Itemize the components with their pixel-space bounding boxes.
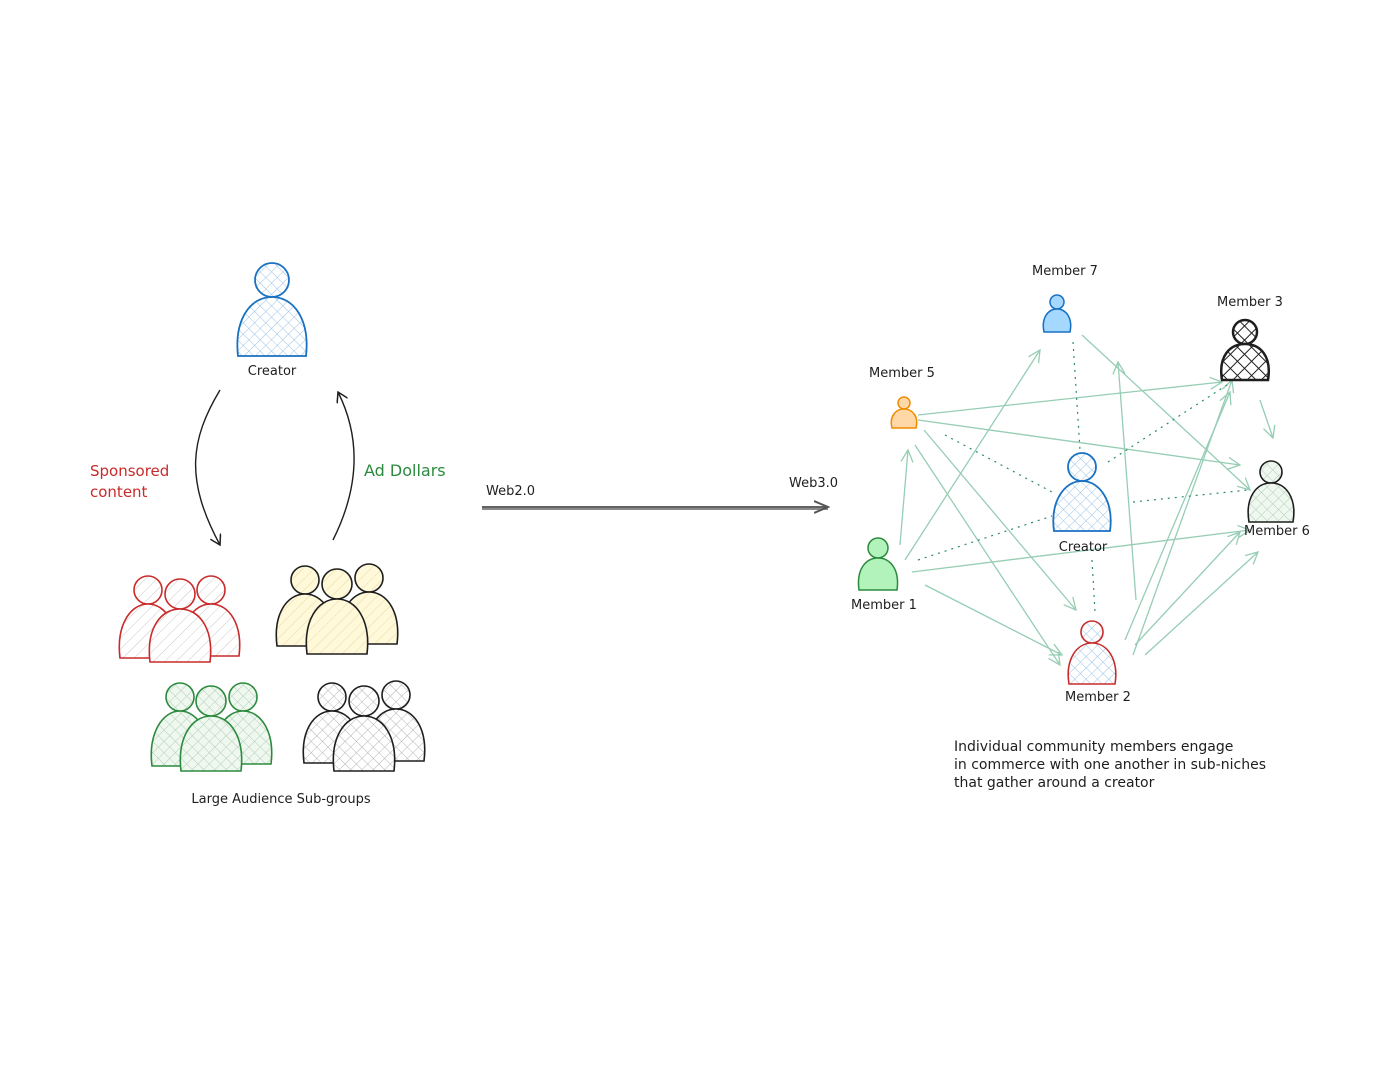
web3-creator-person-icon — [1052, 452, 1112, 532]
ad-dollars-arrow — [332, 392, 355, 541]
caption-line-2: in commerce with one another in sub-nich… — [954, 757, 1266, 773]
web3-label: Web3.0 — [789, 476, 838, 491]
web3-creator-label: Creator — [1059, 540, 1108, 555]
ad-dollars-label: Ad Dollars — [364, 461, 446, 480]
audience-group-yellow-icon — [275, 563, 399, 655]
audience-group-red-icon — [118, 575, 241, 663]
audience-group-green-icon — [150, 682, 273, 772]
caption-line-1: Individual community members engage — [954, 739, 1233, 755]
subgroups-label: Large Audience Sub-groups — [191, 792, 370, 807]
audience-group-gray-icon — [302, 680, 426, 772]
member-2-person-icon — [1067, 620, 1117, 685]
caption-line-3: that gather around a creator — [954, 775, 1155, 791]
sponsored-content-arrow — [194, 389, 220, 545]
member-7-label: Member 7 — [1032, 264, 1098, 279]
web2-creator-person-icon — [236, 262, 308, 357]
creator-dotted-edges — [917, 341, 1249, 613]
member-2-label: Member 2 — [1065, 690, 1131, 705]
web2-creator-label: Creator — [248, 364, 297, 379]
member-7-person-icon — [1042, 294, 1072, 333]
member-3-label: Member 3 — [1217, 295, 1283, 310]
member-3-person-icon — [1219, 318, 1271, 382]
member-1-person-icon — [857, 537, 899, 591]
sponsored-label-line1: Sponsored — [90, 462, 169, 480]
member-edges — [899, 334, 1273, 665]
member-5-person-icon — [890, 396, 918, 429]
member-5-label: Member 5 — [869, 366, 935, 381]
web2-label: Web2.0 — [486, 484, 535, 499]
sponsored-label-line2: content — [90, 483, 148, 501]
member-1-label: Member 1 — [851, 598, 917, 613]
member-6-label: Member 6 — [1244, 524, 1310, 539]
member-6-person-icon — [1247, 460, 1295, 523]
